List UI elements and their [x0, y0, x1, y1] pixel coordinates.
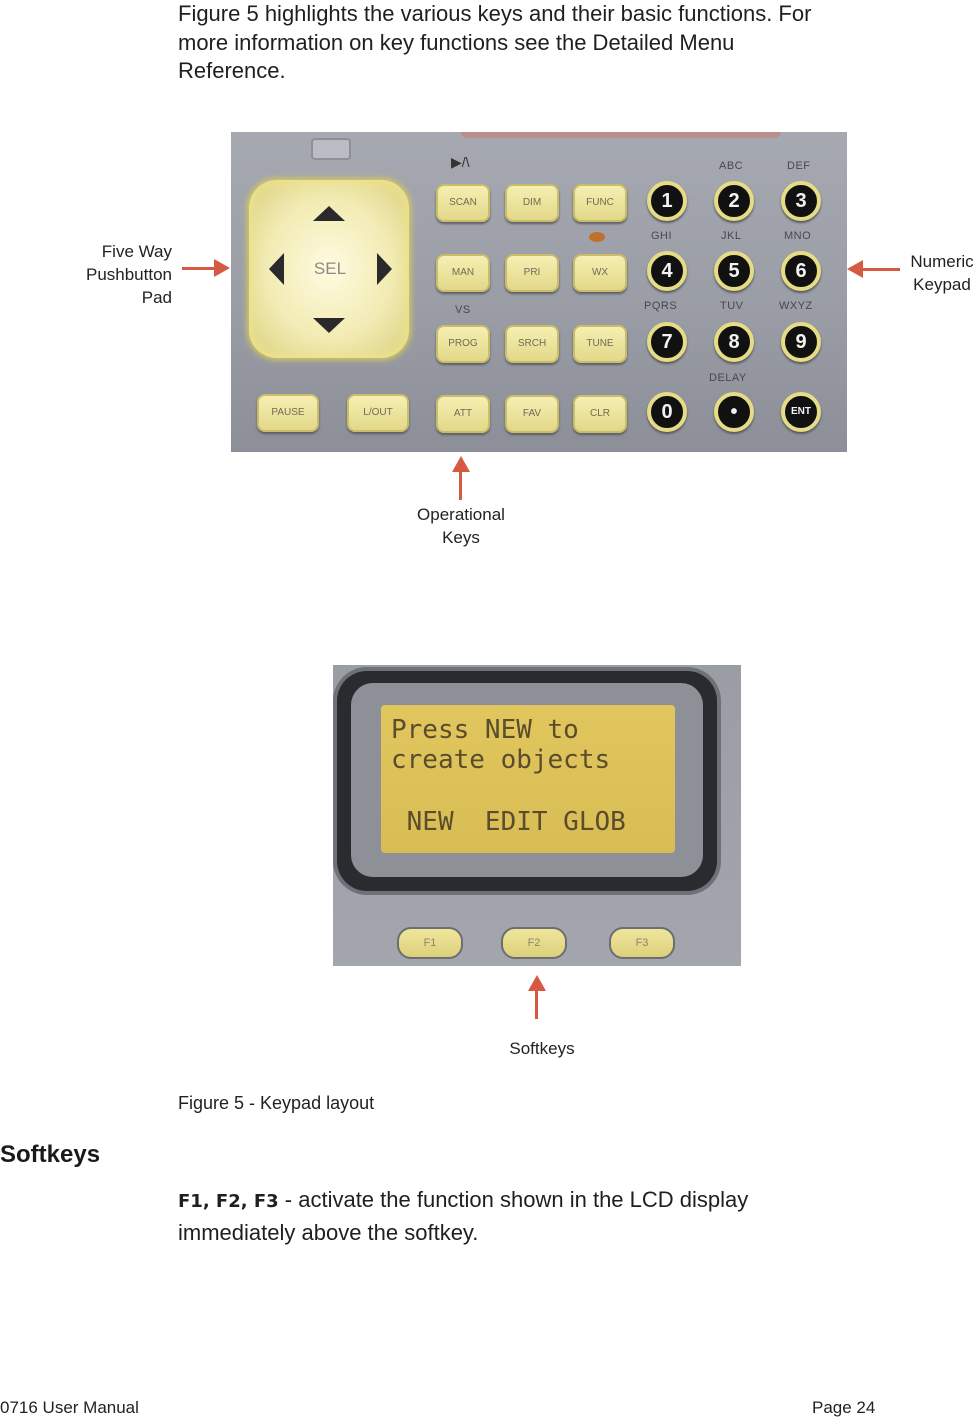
- def-label: DEF: [787, 160, 811, 172]
- five-way-pad: SEL: [249, 180, 409, 358]
- intro-line: Figure 5 highlights the various keys and…: [178, 1, 812, 26]
- srch-key: SRCH: [505, 325, 559, 363]
- wx-key: WX: [573, 254, 627, 292]
- pri-key: PRI: [505, 254, 559, 292]
- f1-key: F1: [397, 927, 463, 959]
- num-key-9: 9: [781, 322, 821, 362]
- lcd-line: Press NEW to: [391, 715, 579, 745]
- callout-line: Keys: [442, 528, 480, 547]
- softkeys-callout: Softkeys: [509, 1039, 575, 1058]
- mno-label: MNO: [784, 230, 812, 242]
- scan-key: SCAN: [436, 184, 490, 222]
- num-key-8: 8: [714, 322, 754, 362]
- description-line: immediately above the softkey.: [178, 1220, 479, 1245]
- lcd-display: Press NEW to create objects NEW EDIT GLO…: [381, 705, 675, 853]
- jkl-label: JKL: [721, 230, 742, 242]
- operational-arrow-shaft: [459, 470, 462, 500]
- description-line: F1, F2, F3 - activate the function shown…: [178, 1184, 878, 1217]
- section-heading: Softkeys: [0, 1141, 101, 1168]
- vs-label: VS: [455, 304, 471, 316]
- numeric-arrow-shaft: [862, 268, 900, 271]
- play-icon: ▶/\: [451, 154, 470, 170]
- arrow-up-icon: [528, 975, 546, 991]
- arrow-down-icon: [313, 318, 345, 333]
- num-key-6: 6: [781, 251, 821, 291]
- description-text: - activate the function shown in the LCD…: [278, 1187, 749, 1212]
- top-button: [311, 138, 351, 160]
- operational-callout: Operational Keys: [390, 503, 532, 549]
- softkey-names: F1, F2, F3: [178, 1191, 279, 1212]
- callout-line: Five Way: [101, 242, 172, 261]
- arrow-up-icon: [313, 206, 345, 221]
- f2-key: F2: [501, 927, 567, 959]
- dim-key: DIM: [505, 184, 559, 222]
- brand-strip: [461, 132, 781, 138]
- func-key: FUNC: [573, 184, 627, 222]
- lcd-line: create objects: [391, 745, 611, 775]
- arrow-right-icon: [214, 259, 230, 277]
- fav-key: FAV: [505, 395, 559, 433]
- arrow-left-icon: [847, 260, 863, 278]
- wxyz-label: WXYZ: [779, 300, 813, 312]
- num-key-0: 0: [647, 392, 687, 432]
- tuv-label: TUV: [720, 300, 744, 312]
- delay-label: DELAY: [709, 372, 747, 384]
- num-key-7: 7: [647, 322, 687, 362]
- lcd-softkey-line: NEW EDIT GLOB: [391, 807, 626, 837]
- footer-page-number: Page 24: [812, 1398, 876, 1417]
- att-key: ATT: [436, 395, 490, 433]
- numeric-callout: Numeric Keypad: [904, 250, 980, 296]
- arrow-right-icon: [377, 253, 392, 285]
- num-key-2: 2: [714, 181, 754, 221]
- callout-line: Keypad: [913, 275, 971, 294]
- pqrs-label: PQRS: [644, 300, 678, 312]
- five-way-callout: Five Way Pushbutton Pad: [60, 240, 172, 309]
- num-key-3: 3: [781, 181, 821, 221]
- prog-key: PROG: [436, 325, 490, 363]
- led-indicator: [589, 232, 605, 242]
- dot-key: •: [714, 392, 754, 432]
- intro-line: Reference.: [178, 58, 286, 83]
- ghi-label: GHI: [651, 230, 673, 242]
- figure-caption: Figure 5 - Keypad layout: [178, 1093, 375, 1113]
- softkeys-arrow-shaft: [535, 989, 538, 1019]
- lcd-photo: Press NEW to create objects NEW EDIT GLO…: [333, 665, 741, 966]
- ent-key: ENT: [781, 392, 821, 432]
- tune-key: TUNE: [573, 325, 627, 363]
- pause-key: PAUSE: [257, 394, 319, 432]
- softkeys-description: F1, F2, F3 - activate the function shown…: [178, 1184, 878, 1248]
- man-key: MAN: [436, 254, 490, 292]
- lout-key: L/OUT: [347, 394, 409, 432]
- intro-line: more information on key functions see th…: [178, 29, 735, 55]
- sel-key-label: SEL: [313, 259, 347, 278]
- footer-manual-title: 0716 User Manual: [0, 1398, 139, 1417]
- five-way-arrow-shaft: [182, 267, 216, 270]
- intro-paragraph: Figure 5 highlights the various keys and…: [178, 0, 918, 86]
- num-key-4: 4: [647, 251, 687, 291]
- num-key-5: 5: [714, 251, 754, 291]
- arrow-left-icon: [269, 253, 284, 285]
- f3-key: F3: [609, 927, 675, 959]
- callout-line: Pushbutton: [85, 265, 172, 284]
- arrow-up-icon: [452, 456, 470, 472]
- callout-line: Numeric: [910, 252, 974, 271]
- num-key-1: 1: [647, 181, 687, 221]
- keypad-photo: SEL ▶/\ SCAN DIM FUNC MAN PRI WX VS PROG…: [231, 132, 847, 452]
- callout-line: Operational: [417, 505, 505, 524]
- clr-key: CLR: [573, 395, 627, 433]
- callout-line: Pad: [141, 288, 172, 307]
- abc-label: ABC: [719, 160, 744, 172]
